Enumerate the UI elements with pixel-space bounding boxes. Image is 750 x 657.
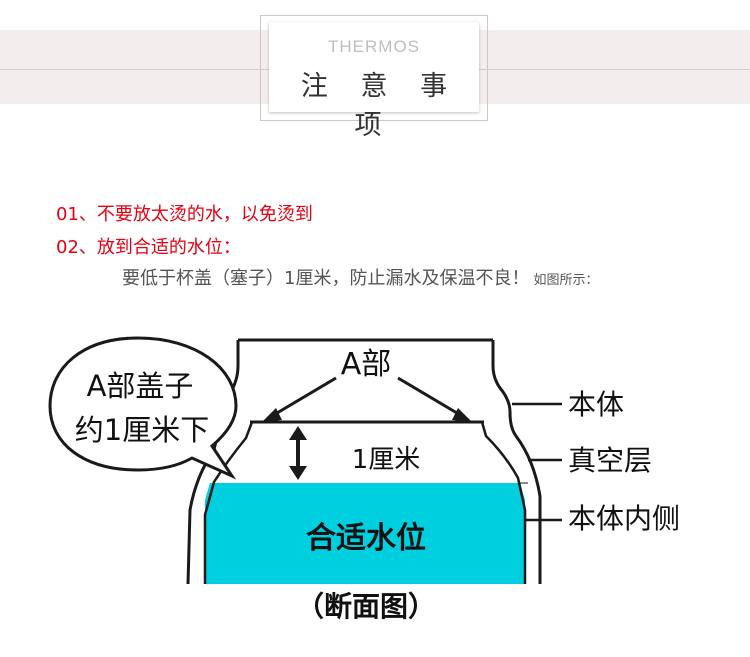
label-body: 本体	[568, 388, 624, 421]
note-item-3-hint: 如图所示：	[533, 273, 599, 288]
a-arrow-left	[271, 376, 337, 418]
bottle-inner-right	[480, 421, 527, 584]
cross-section-diagram: A部盖子 约1厘米下 A部 1厘米 本体 真空层 本体内侧 合适水位 （断面图）	[48, 336, 680, 623]
note-item-2: 02、放到合适的水位：	[56, 237, 241, 258]
title-card: THERMOS 注 意 事 项	[269, 22, 479, 141]
speech-bubble	[48, 336, 238, 480]
note-item-3-text: 要低于杯盖（塞子）1厘米，防止漏水及保温不良！	[122, 268, 530, 289]
water-fill	[205, 483, 525, 584]
label-vacuum-layer: 真空层	[568, 444, 652, 477]
title-english: THERMOS	[328, 37, 420, 56]
label-gap: 1厘米	[352, 445, 421, 475]
a-arrowhead-right-icon	[452, 408, 472, 422]
bubble-text-line1: A部盖子	[87, 369, 194, 403]
note-item-1: 01、不要放太烫的水，以免烫到	[56, 204, 313, 225]
a-arrowhead-left-icon	[262, 408, 282, 422]
label-a-part: A部	[341, 347, 392, 382]
bubble-text-line2: 约1厘米下	[75, 413, 209, 447]
page-title: 注 意 事 项	[300, 71, 460, 141]
title-frame	[260, 15, 488, 121]
label-water-level: 合适水位	[306, 521, 426, 556]
a-arrow-right	[397, 376, 463, 418]
note-item-3: 要低于杯盖（塞子）1厘米，防止漏水及保温不良！如图所示：	[122, 264, 598, 290]
diagram-caption: （断面图）	[296, 590, 436, 623]
label-inner-body: 本体内侧	[568, 502, 680, 535]
bottle-inner-left	[203, 421, 254, 584]
gap-arrowhead-down-icon	[289, 466, 307, 480]
gap-arrowhead-up-icon	[289, 426, 307, 440]
bottle-outer-right	[491, 340, 542, 584]
